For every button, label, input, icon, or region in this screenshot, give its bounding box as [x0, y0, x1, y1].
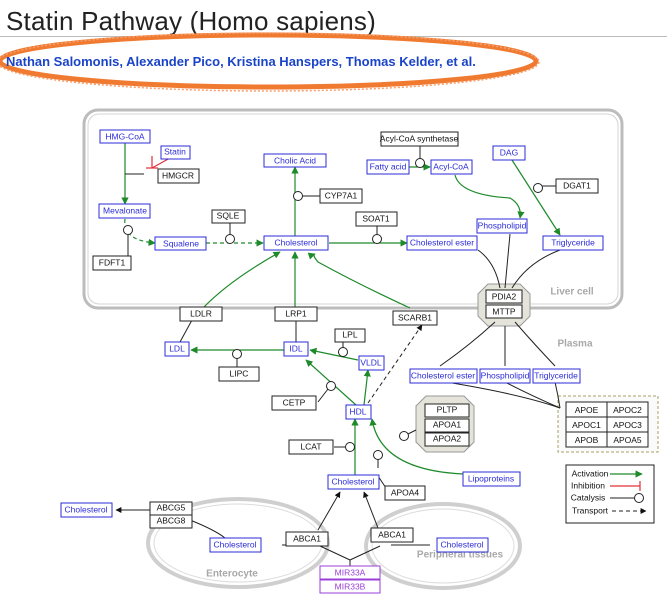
- node-cholesterol-ester-liver: Cholesterol ester: [410, 237, 474, 247]
- node-soat1: SOAT1: [362, 213, 390, 223]
- legend-catalysis-circle: [634, 493, 644, 503]
- node-cetp: CETP: [283, 397, 306, 407]
- node-abcg5: ABCG5: [157, 502, 186, 512]
- node-triglyceride-plasma: Triglyceride: [534, 370, 578, 380]
- node-apoe: APOE: [575, 405, 599, 415]
- node-cholesterol-liver: Cholesterol: [275, 237, 318, 247]
- node-cholesterol-plasma: Cholesterol: [332, 476, 375, 486]
- node-apob: APOB: [575, 435, 599, 445]
- page-title: Statin Pathway (Homo sapiens): [6, 6, 376, 36]
- node-pltp: PLTP: [437, 404, 458, 414]
- node-hdl: HDL: [349, 406, 366, 416]
- node-apoc2: APOC2: [613, 405, 642, 415]
- node-sqle: SQLE: [217, 210, 240, 220]
- node-pdia2: PDIA2: [492, 291, 517, 301]
- apo-cell-box: [606, 431, 649, 448]
- legend-inhibition-label: Inhibition: [571, 480, 605, 490]
- node-triglyceride-liver: Triglyceride: [551, 237, 595, 247]
- enterocyte-label: Enterocyte: [206, 569, 258, 580]
- node-mevalonate: Mevalonate: [103, 205, 147, 215]
- node-abca1-right: ABCA1: [378, 529, 406, 539]
- node-abca1-left: ABCA1: [293, 533, 321, 543]
- liver-cell-compartment: [82, 108, 624, 310]
- legend-transport-label: Transport: [572, 505, 609, 515]
- node-statin: Statin: [164, 146, 186, 156]
- node-cholesterol-peripheral: Cholesterol: [441, 539, 484, 549]
- pathway-nodes: HMG-CoA Mevalonate Squalene Cholic Acid …: [60, 129, 649, 594]
- legend: Activation Inhibition Catalysis Transpor…: [565, 464, 655, 524]
- node-mir33a: MIR33A: [335, 567, 366, 577]
- node-lcat: LCAT: [300, 441, 321, 451]
- peripheral-tissues-compartment: [364, 502, 522, 590]
- node-ldl: LDL: [169, 343, 185, 353]
- node-scarb1: SCARB1: [398, 312, 432, 322]
- node-cholesterol-enterocyte: Cholesterol: [214, 539, 257, 549]
- node-apoc3: APOC3: [613, 420, 642, 430]
- node-dgat1: DGAT1: [563, 180, 591, 190]
- node-lipoproteins: Lipoproteins: [468, 473, 514, 483]
- legend-activation-label: Activation: [572, 468, 609, 478]
- node-lipc: LIPC: [230, 368, 249, 378]
- node-lpl: LPL: [342, 329, 357, 339]
- node-phospholipid-plasma: Phospholipid: [481, 370, 530, 380]
- node-apoa2: APOA2: [433, 433, 462, 443]
- author-highlight-ellipse: [0, 32, 539, 90]
- node-cyp7a1: CYP7A1: [325, 190, 358, 200]
- node-cholic-acid: Cholic Acid: [274, 155, 316, 165]
- plasma-label: Plasma: [557, 339, 592, 350]
- node-acyl-coa-synthetase: Acyl-CoA synthetase: [380, 133, 459, 143]
- node-phospholipid-liver: Phospholipid: [478, 220, 527, 230]
- node-apoa5: APOA5: [613, 435, 642, 445]
- node-hmg-coa: HMG-CoA: [105, 131, 145, 141]
- author-highlight-ellipse-fuzz: [0, 32, 540, 92]
- peripheral-tissues-label: Peripheral tissues: [417, 550, 504, 561]
- node-abcg8: ABCG8: [157, 515, 186, 525]
- node-acyl-coa: Acyl-CoA: [433, 161, 469, 171]
- node-cholesterol-ester-plasma: Cholesterol ester: [411, 370, 475, 380]
- node-mttp: MTTP: [492, 306, 515, 316]
- node-apoc1: APOC1: [572, 420, 601, 430]
- node-mir33b: MIR33B: [335, 581, 366, 591]
- author-list[interactable]: Nathan Salomonis, Alexander Pico, Kristi…: [6, 54, 476, 69]
- node-ldlr: LDLR: [190, 308, 212, 318]
- node-lrp1: LRP1: [285, 308, 307, 318]
- node-squalene: Squalene: [163, 238, 199, 248]
- node-apoa1: APOA1: [433, 419, 462, 429]
- node-dag: DAG: [500, 147, 518, 157]
- node-apoa4: APOA4: [391, 487, 420, 497]
- node-hmgcr: HMGCR: [162, 170, 194, 180]
- node-cholesterol-gut: Cholesterol: [65, 504, 108, 514]
- legend-catalysis-label: Catalysis: [571, 492, 605, 502]
- node-fdft1: FDFT1: [99, 257, 126, 267]
- node-fatty-acid: Fatty acid: [370, 161, 407, 171]
- node-idl: IDL: [289, 343, 303, 353]
- node-vldl: VLDL: [360, 357, 382, 367]
- liver-cell-label: Liver cell: [550, 287, 594, 298]
